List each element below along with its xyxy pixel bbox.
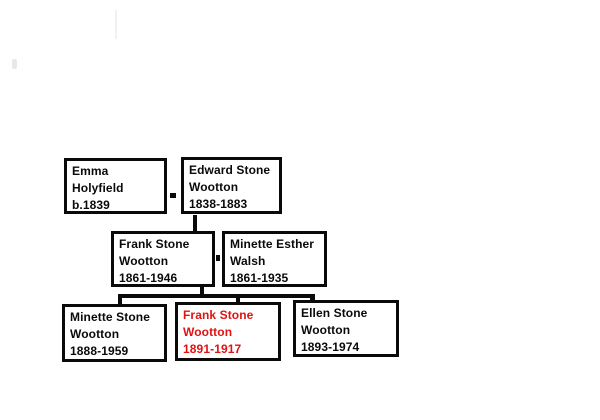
drop-line-minette-stone xyxy=(118,294,122,305)
person-name-line: Emma xyxy=(72,164,109,178)
marriage-dash-frank-walsh xyxy=(216,255,220,261)
node-frank-stone-wootton-jr-highlighted: Frank Stone Wootton 1891-1917 xyxy=(175,302,281,361)
person-name-line: Minette Esther xyxy=(230,237,315,251)
node-frank-stone-wootton-sr: Frank Stone Wootton 1861-1946 xyxy=(111,231,215,287)
person-dates: 1838-1883 xyxy=(189,197,248,211)
person-name-line: Minette Stone xyxy=(70,310,150,324)
person-dates: 1861-1946 xyxy=(119,271,178,285)
node-minette-esther-walsh: Minette Esther Walsh 1861-1935 xyxy=(222,231,327,287)
person-name-line: Wootton xyxy=(301,323,351,337)
person-name-line: Holyfield xyxy=(72,181,124,195)
person-name-line: Wootton xyxy=(119,254,169,268)
person-name-line: Edward Stone xyxy=(189,163,271,177)
person-dates: 1891-1917 xyxy=(183,342,242,356)
drop-line-ellen xyxy=(310,294,315,301)
sibling-horizontal-line xyxy=(118,294,315,298)
person-name-line: Frank Stone xyxy=(119,237,190,251)
node-emma-holyfield: Emma Holyfield b.1839 xyxy=(64,158,167,214)
person-name-line: Frank Stone xyxy=(183,308,254,322)
descent-line-edward-to-frank xyxy=(193,215,197,232)
node-minette-stone-wootton: Minette Stone Wootton 1888-1959 xyxy=(62,304,167,362)
node-edward-stone-wootton: Edward Stone Wootton 1838-1883 xyxy=(181,157,282,214)
scan-streak xyxy=(115,10,117,39)
person-name-line: Ellen Stone xyxy=(301,306,368,320)
person-name-line: Walsh xyxy=(230,254,266,268)
drop-line-frank-jr xyxy=(236,294,240,303)
person-dates: 1893-1974 xyxy=(301,340,360,354)
person-dates: b.1839 xyxy=(72,198,110,212)
person-name-line: Wootton xyxy=(70,327,120,341)
person-name-line: Wootton xyxy=(183,325,233,339)
person-dates: 1888-1959 xyxy=(70,344,129,358)
person-name-line: Wootton xyxy=(189,180,239,194)
person-dates: 1861-1935 xyxy=(230,271,289,285)
descent-line-couple-to-children xyxy=(200,286,204,297)
scan-smudge xyxy=(12,59,17,69)
marriage-dash-emma-edward xyxy=(170,193,176,198)
node-ellen-stone-wootton: Ellen Stone Wootton 1893-1974 xyxy=(293,300,399,357)
